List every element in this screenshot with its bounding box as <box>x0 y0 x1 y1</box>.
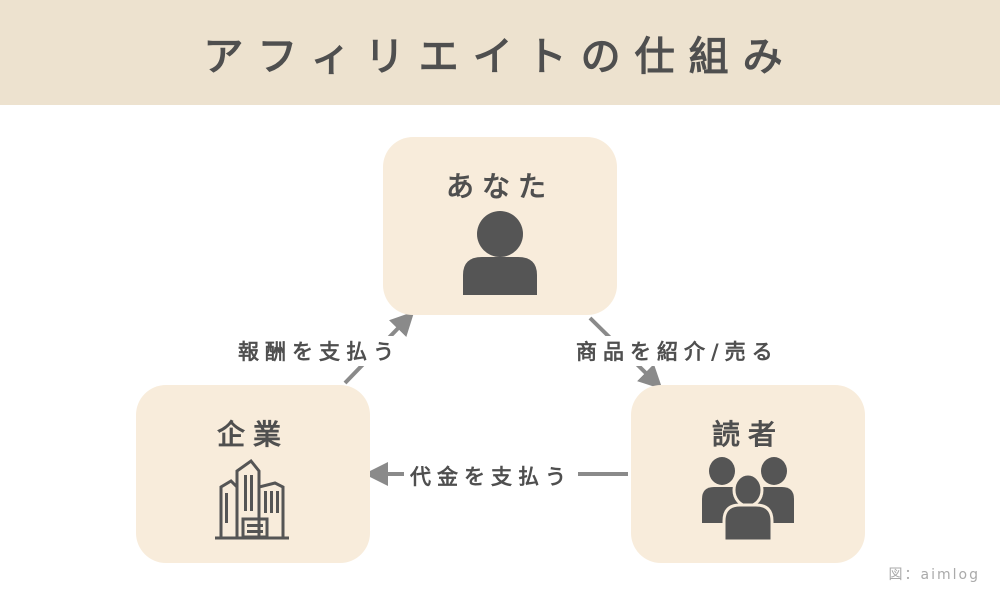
page-title: アフィリエイトの仕組み <box>203 33 797 80</box>
edge-label-reader-to-company: 代金を支払う <box>404 461 578 491</box>
edge-label-company-to-you: 報酬を支払う <box>238 336 400 366</box>
node-company: 企業 <box>136 385 370 563</box>
node-company-label: 企業 <box>216 418 289 451</box>
group-icon <box>702 457 794 543</box>
edge-label-you-to-reader: 商品を紹介/売る <box>576 336 779 366</box>
credit-text: 図：aimlog <box>888 567 980 583</box>
node-you: あなた <box>383 137 617 315</box>
building-icon <box>215 458 289 540</box>
node-you-label: あなた <box>445 170 554 203</box>
node-reader: 読者 <box>631 385 865 563</box>
node-reader-label: 読者 <box>711 418 784 451</box>
header-banner: アフィリエイトの仕組み <box>0 0 1000 105</box>
person-icon <box>463 211 537 295</box>
